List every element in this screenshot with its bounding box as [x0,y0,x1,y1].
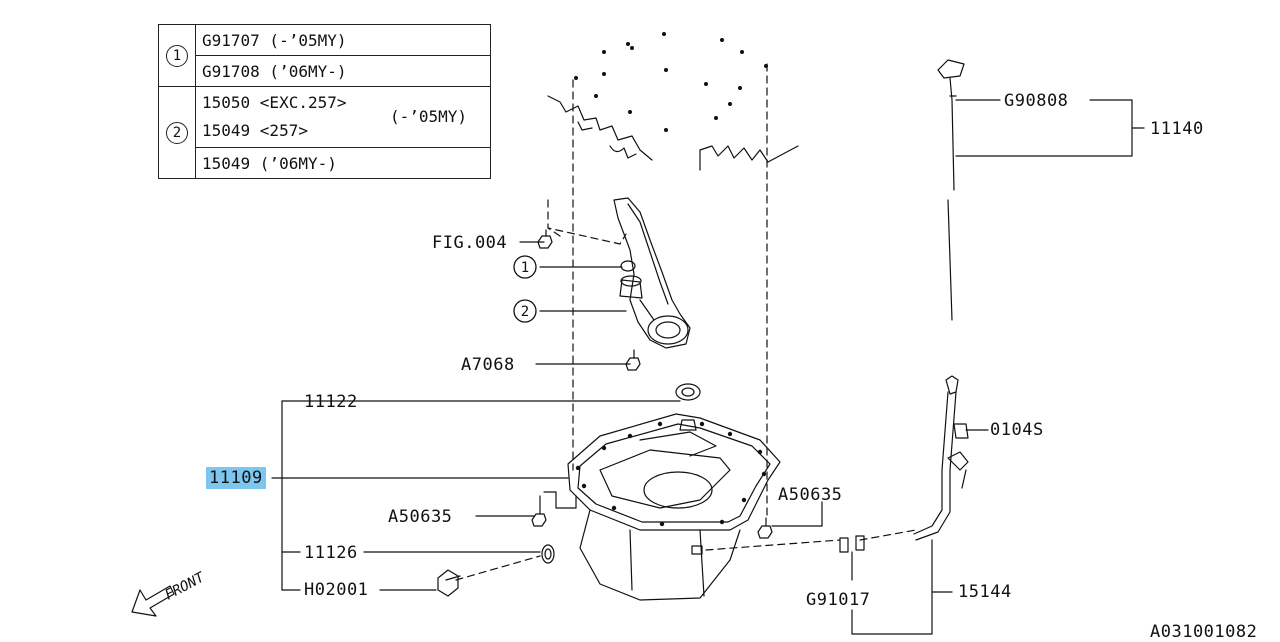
callout-11122[interactable]: 11122 [304,392,358,412]
diagram-id: A031001082 [1150,622,1258,642]
legend-circle-2: 2 [166,121,188,144]
bolt-fig004 [537,229,553,249]
bolt-a50635-right [757,517,773,539]
callout-0104s[interactable]: 0104S [990,420,1044,440]
callout-circle-2 [513,299,537,323]
clip-g91017-drawing [839,535,865,553]
bolt-a7068 [625,349,641,371]
engine-bolt-holes [574,32,768,132]
dipstick-tube-drawing [913,375,969,541]
callout-circle-1-text: 1 [521,260,529,276]
callout-a50635-left[interactable]: A50635 [388,507,453,527]
oil-strainer-drawing [613,197,691,349]
callout-h02001[interactable]: H02001 [304,580,369,600]
bolt-a50635-left [531,491,577,527]
callout-g91017[interactable]: G91017 [806,590,871,610]
dipstick-drawing [937,59,965,321]
callout-g90808[interactable]: G90808 [1004,91,1069,111]
drain-plug-drawing [437,569,461,597]
legend-cell-15050-group[interactable]: 15050 <EXC.257> 15049 <257> (-’05MY) [195,86,491,148]
callout-circle-1 [513,255,537,279]
callout-11126[interactable]: 11126 [304,543,358,563]
callout-fig004[interactable]: FIG.004 [432,233,508,253]
legend-05my-note: (-’05MY) [390,107,468,126]
legend-circle-1: 1 [166,44,188,67]
gasket-11122-drawing [675,383,701,431]
legend-num-cell-2: 2 [158,86,196,179]
legend-15049-257: 15049 <257> [202,121,308,140]
callout-lines [271,99,1145,635]
callout-15144[interactable]: 15144 [958,582,1012,602]
legend-cell-15049-06my[interactable]: 15049 (’06MY-) [195,147,491,179]
legend-num-cell-1: 1 [158,24,196,87]
front-arrow-icon [131,585,175,617]
callout-11140[interactable]: 11140 [1150,119,1204,139]
legend-table: 1 G91707 (-’05MY) G91708 (’06MY-) 2 1505… [158,24,491,179]
callout-a50635-right[interactable]: A50635 [778,485,843,505]
alignment-lines [455,63,917,581]
callout-a7068[interactable]: A7068 [461,355,515,375]
engine-block-drawing [547,32,799,171]
legend-cell-g91707[interactable]: G91707 (-’05MY) [195,24,491,56]
washer-11126-drawing [541,544,555,564]
callout-11109[interactable]: 11109 [206,467,266,489]
legend-cell-g91708[interactable]: G91708 (’06MY-) [195,55,491,87]
legend-15050: 15050 <EXC.257> [202,93,347,112]
callout-circle-2-text: 2 [521,304,529,320]
front-label: FRONT [162,569,208,604]
oil-pan-drawing [567,413,781,601]
